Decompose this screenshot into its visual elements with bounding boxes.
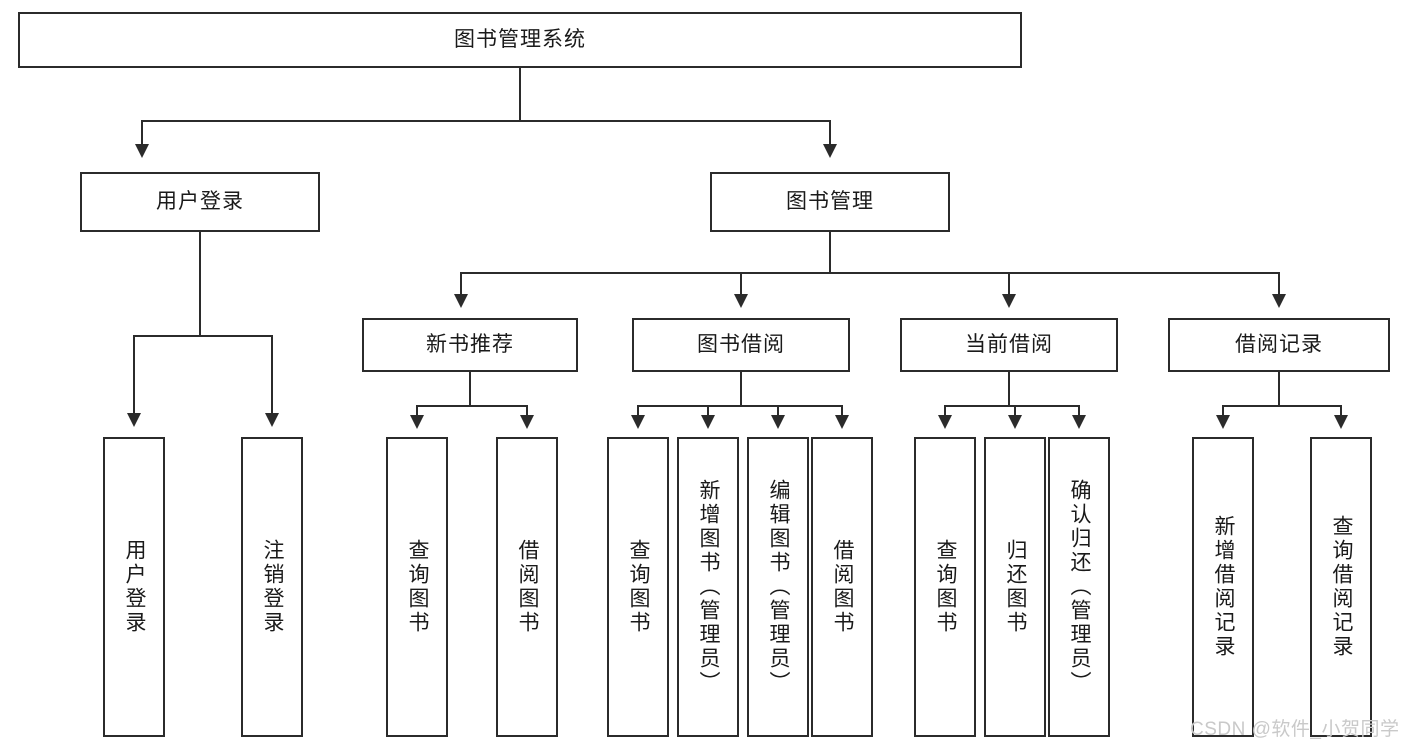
arrow-cb-to-leaf-1: [1008, 415, 1022, 429]
node-user-login[interactable]: 用户登录: [80, 172, 320, 232]
connector-bb-to-leaf-0: [637, 405, 639, 417]
connector-root-stem: [519, 68, 521, 120]
arrow-bm-to-new-book-recommend: [454, 294, 468, 308]
connector-br-to-leaf-1: [1340, 405, 1342, 417]
csdn-watermark: CSDN @软件_小贺同学: [1190, 719, 1400, 740]
node-label: 图书管理系统: [454, 28, 586, 52]
node-label: 归还图书: [1004, 539, 1028, 635]
connector-bm-to-current-borrow: [1008, 272, 1010, 296]
connector-bb-to-leaf-3: [841, 405, 843, 417]
connector-borrow-record-stem: [1278, 372, 1280, 405]
node-label: 借阅图书: [516, 539, 540, 635]
connector-cb-to-leaf-2: [1078, 405, 1080, 417]
leaf-book-borrow-3[interactable]: 借阅图书: [811, 437, 873, 737]
leaf-book-borrow-2[interactable]: 编辑图书（管理员）: [747, 437, 809, 737]
connector-new-book-recommend-bus: [416, 405, 528, 407]
arrow-bb-to-leaf-0: [631, 415, 645, 429]
node-label: 查询图书: [627, 539, 651, 635]
connector-user-login-to-leaf-0: [133, 335, 135, 415]
node-label: 查询图书: [406, 539, 430, 635]
node-label: 新书推荐: [426, 333, 514, 357]
connector-br-to-leaf-0: [1222, 405, 1224, 417]
leaf-current-borrow-1[interactable]: 归还图书: [984, 437, 1046, 737]
node-label: 注销登录: [261, 539, 285, 635]
connector-bm-to-borrow-record: [1278, 272, 1280, 296]
arrow-bm-to-book-borrow: [734, 294, 748, 308]
node-label: 新增借阅记录: [1212, 515, 1236, 659]
node-label: 确认归还（管理员）: [1068, 479, 1092, 695]
connector-bb-to-leaf-1: [707, 405, 709, 417]
arrow-bb-to-leaf-3: [835, 415, 849, 429]
connector-cb-to-leaf-1: [1014, 405, 1016, 417]
arrow-root-to-book-management: [823, 144, 837, 158]
connector-root-to-book-management: [829, 120, 831, 146]
node-label: 新增图书（管理员）: [697, 479, 721, 695]
node-label: 借阅图书: [831, 539, 855, 635]
leaf-user-login-1[interactable]: 注销登录: [241, 437, 303, 737]
arrow-nbr-to-leaf-1: [520, 415, 534, 429]
connector-nbr-to-leaf-0: [416, 405, 418, 417]
node-label: 用户登录: [123, 539, 147, 635]
leaf-book-borrow-1[interactable]: 新增图书（管理员）: [677, 437, 739, 737]
node-root-book-management-system[interactable]: 图书管理系统: [18, 12, 1022, 68]
connector-bm-to-new-book-recommend: [460, 272, 462, 296]
arrow-nbr-to-leaf-0: [410, 415, 424, 429]
connector-book-borrow-bus: [637, 405, 843, 407]
leaf-new-book-recommend-0[interactable]: 查询图书: [386, 437, 448, 737]
connector-user-login-stem: [199, 232, 201, 335]
node-label: 借阅记录: [1235, 333, 1323, 357]
connector-borrow-record-bus: [1222, 405, 1342, 407]
connector-new-book-recommend-stem: [469, 372, 471, 405]
node-label: 查询图书: [934, 539, 958, 635]
node-label: 图书管理: [786, 190, 874, 214]
arrow-bm-to-current-borrow: [1002, 294, 1016, 308]
connector-current-borrow-stem: [1008, 372, 1010, 405]
node-label: 查询借阅记录: [1330, 515, 1354, 659]
connector-book-management-stem: [829, 232, 831, 272]
arrow-bb-to-leaf-2: [771, 415, 785, 429]
connector-bm-to-book-borrow: [740, 272, 742, 296]
leaf-book-borrow-0[interactable]: 查询图书: [607, 437, 669, 737]
connector-bb-to-leaf-2: [777, 405, 779, 417]
arrow-cb-to-leaf-0: [938, 415, 952, 429]
arrow-bb-to-leaf-1: [701, 415, 715, 429]
connector-book-management-bus: [460, 272, 1280, 274]
leaf-borrow-record-0[interactable]: 新增借阅记录: [1192, 437, 1254, 737]
connector-user-login-bus: [133, 335, 273, 337]
connector-root-bus: [141, 120, 831, 122]
node-label: 当前借阅: [965, 333, 1053, 357]
connector-current-borrow-bus: [944, 405, 1080, 407]
arrow-br-to-leaf-0: [1216, 415, 1230, 429]
node-new-book-recommend[interactable]: 新书推荐: [362, 318, 578, 372]
leaf-borrow-record-1[interactable]: 查询借阅记录: [1310, 437, 1372, 737]
arrow-br-to-leaf-1: [1334, 415, 1348, 429]
arrow-bm-to-borrow-record: [1272, 294, 1286, 308]
node-book-borrow[interactable]: 图书借阅: [632, 318, 850, 372]
node-book-management[interactable]: 图书管理: [710, 172, 950, 232]
connector-nbr-to-leaf-1: [526, 405, 528, 417]
node-label: 用户登录: [156, 190, 244, 214]
node-label: 编辑图书（管理员）: [767, 479, 791, 695]
node-borrow-record[interactable]: 借阅记录: [1168, 318, 1390, 372]
leaf-current-borrow-0[interactable]: 查询图书: [914, 437, 976, 737]
leaf-user-login-0[interactable]: 用户登录: [103, 437, 165, 737]
arrow-cb-to-leaf-2: [1072, 415, 1086, 429]
leaf-current-borrow-2[interactable]: 确认归还（管理员）: [1048, 437, 1110, 737]
connector-root-to-user-login: [141, 120, 143, 146]
node-current-borrow[interactable]: 当前借阅: [900, 318, 1118, 372]
connector-user-login-to-leaf-1: [271, 335, 273, 415]
connector-cb-to-leaf-0: [944, 405, 946, 417]
arrow-user-login-to-leaf-1: [265, 413, 279, 427]
node-label: 图书借阅: [697, 333, 785, 357]
arrow-root-to-user-login: [135, 144, 149, 158]
arrow-user-login-to-leaf-0: [127, 413, 141, 427]
leaf-new-book-recommend-1[interactable]: 借阅图书: [496, 437, 558, 737]
connector-book-borrow-stem: [740, 372, 742, 405]
